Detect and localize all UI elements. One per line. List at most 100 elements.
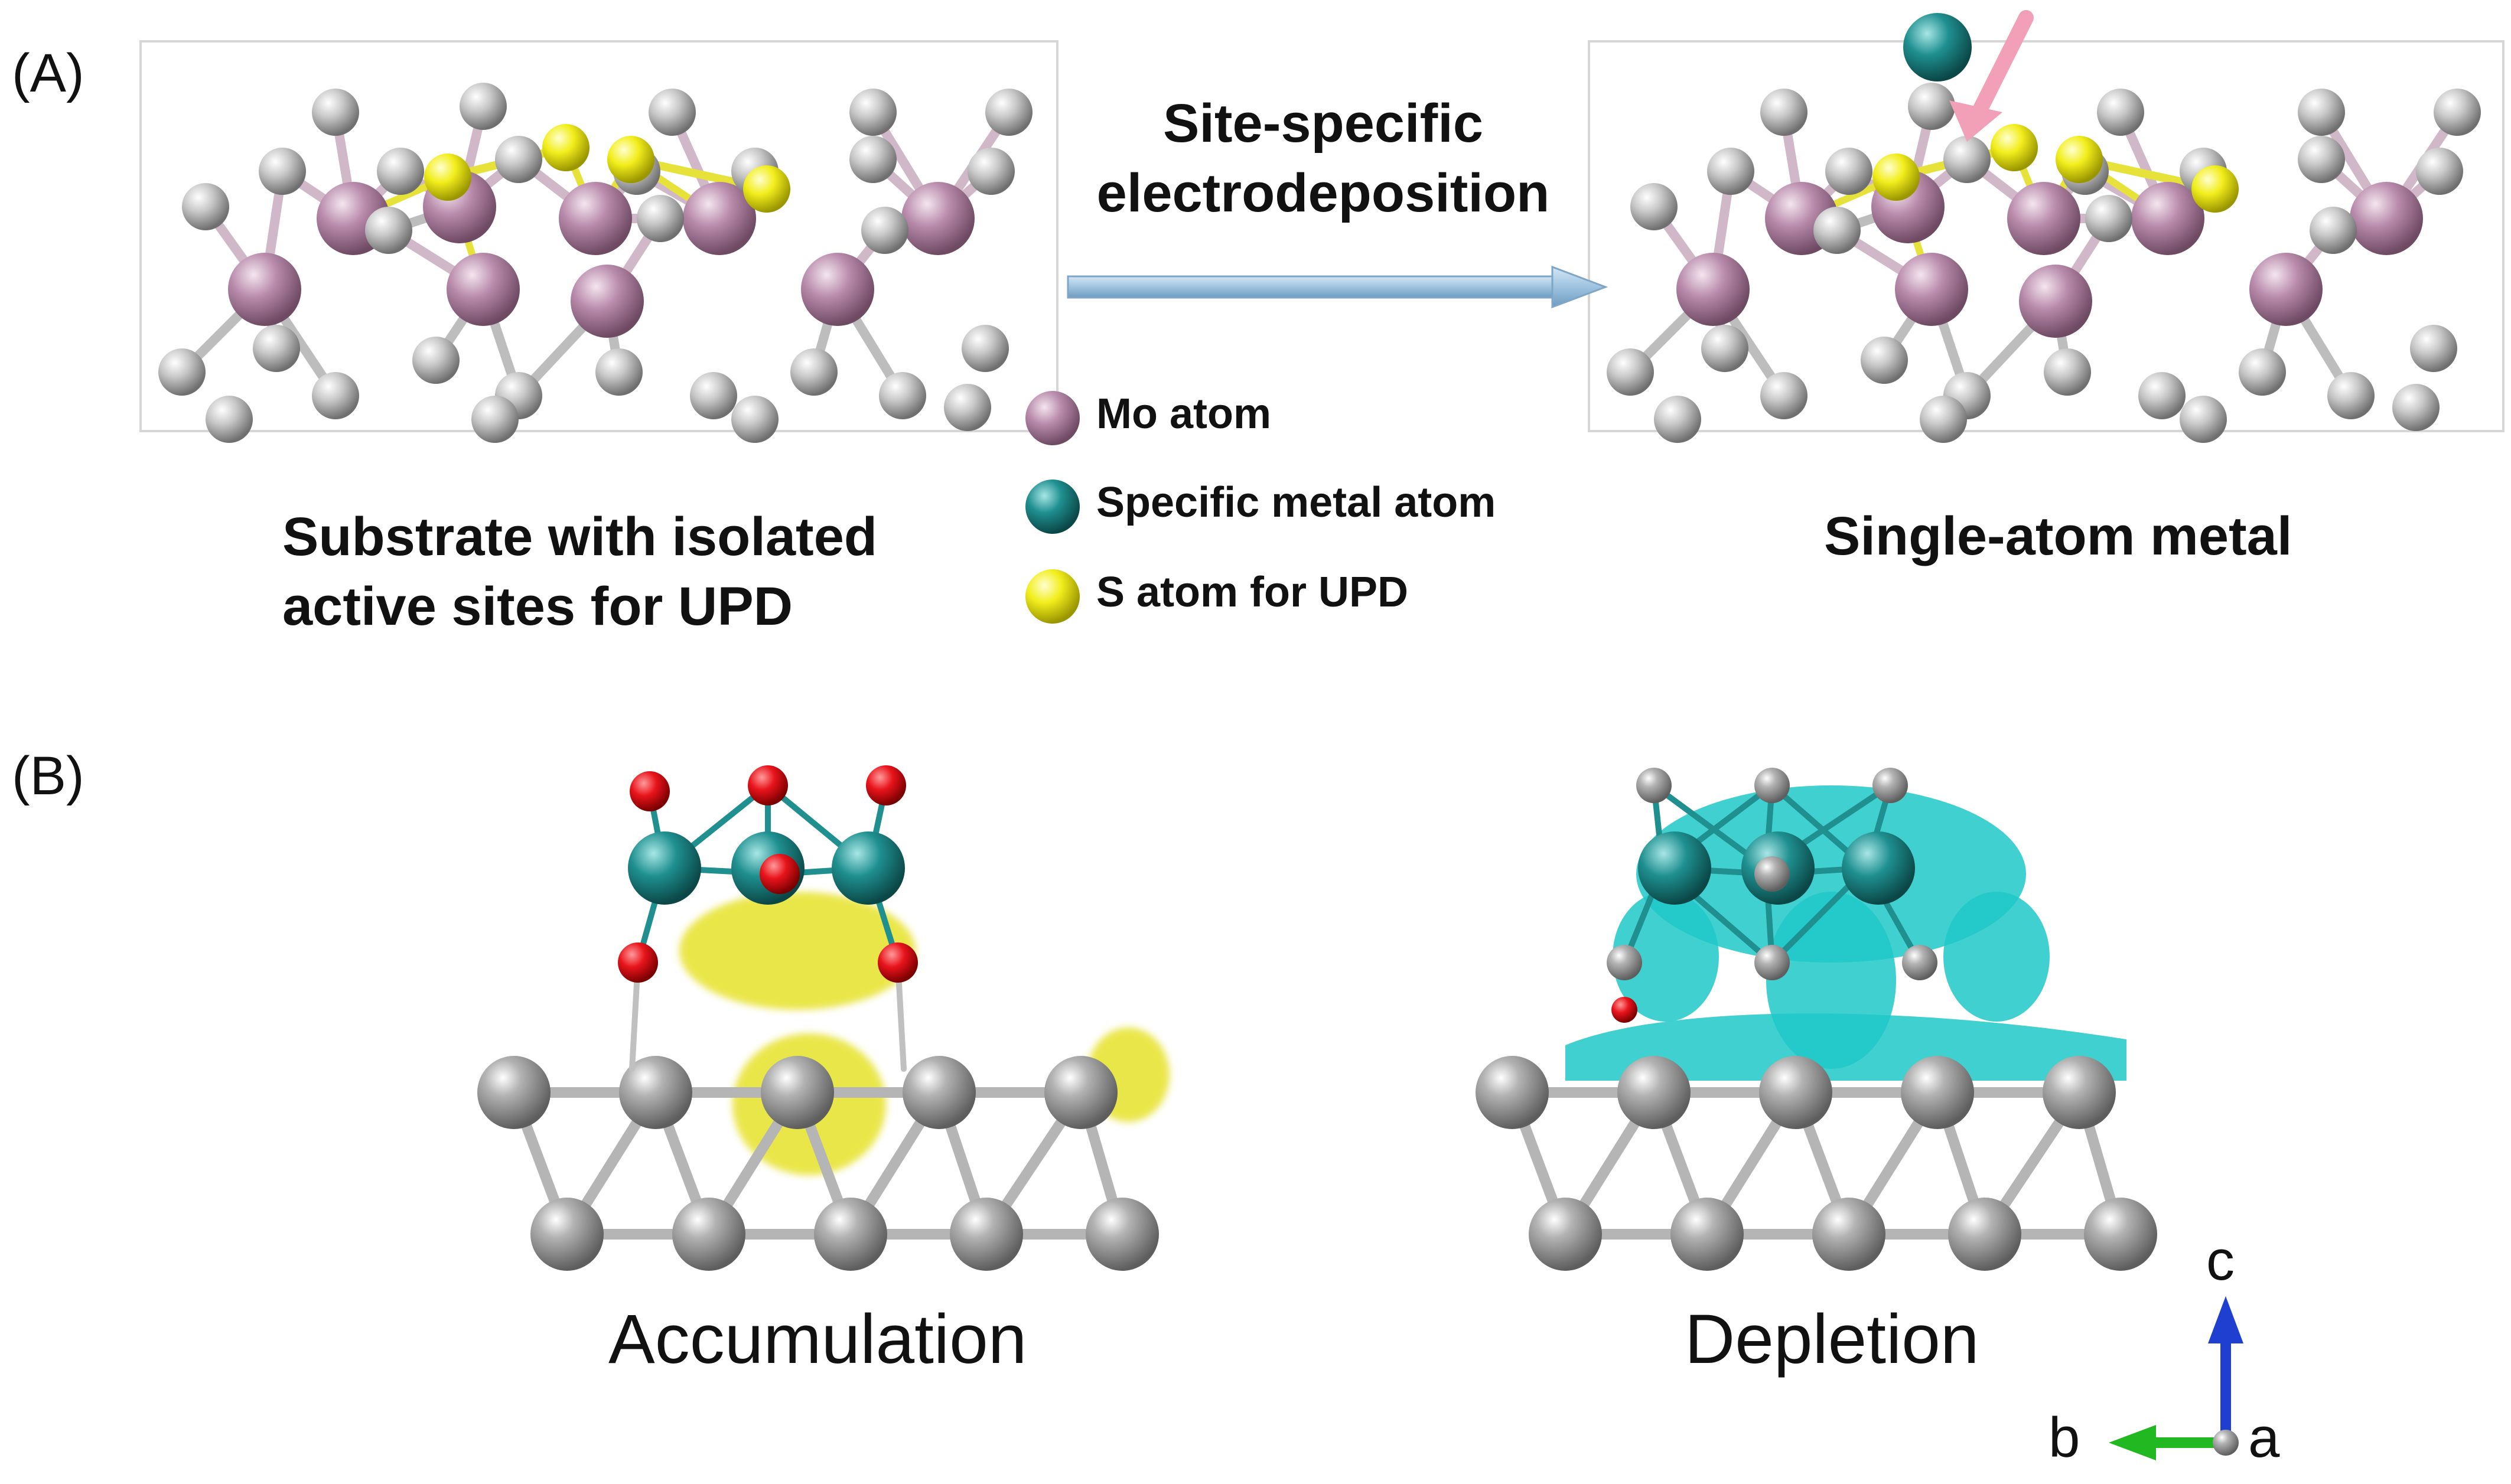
se-atom <box>253 325 300 372</box>
substrate-atom <box>477 1056 551 1129</box>
se-atom <box>2085 195 2132 242</box>
se-atom <box>377 148 424 195</box>
se-atom <box>1701 325 1748 372</box>
mo-atom <box>559 182 632 255</box>
substrate-atom <box>1812 1198 1885 1271</box>
legend-metal-label: Specific metal atom <box>1096 479 1496 526</box>
oxygen-atom <box>748 765 788 805</box>
se-atom <box>849 89 897 136</box>
se-atom <box>312 89 359 136</box>
substrate-atom <box>1670 1198 1744 1271</box>
se-atom <box>1813 207 1861 254</box>
left-caption-line1: Substrate with isolated <box>282 507 878 567</box>
se-atom <box>790 348 838 396</box>
substrate-atom <box>1948 1198 2021 1271</box>
s-atom <box>743 165 790 213</box>
metal-atom <box>1903 13 1972 81</box>
se-atom <box>2044 348 2091 396</box>
a-axis-label: a <box>2248 1406 2280 1469</box>
se-atom <box>861 207 908 254</box>
right-caption: Single-atom metal <box>1824 506 2292 566</box>
accumulation-caption: Accumulation <box>608 1300 1027 1378</box>
se-atom <box>460 83 507 130</box>
b-axis-label: b <box>2048 1406 2080 1469</box>
metal-atom <box>832 831 905 905</box>
se-atom <box>2310 207 2357 254</box>
b-axis-arrowhead <box>2109 1425 2156 1460</box>
oxygen-atom <box>878 942 918 983</box>
s-atom <box>2191 165 2239 213</box>
s-atom <box>542 124 590 171</box>
substrate-lattice-right <box>1607 10 2481 443</box>
arrow-label: Site-specific electrodeposition <box>1040 89 1607 228</box>
s-atom <box>607 136 654 183</box>
s-atom <box>2056 136 2103 183</box>
se-atom <box>962 325 1009 372</box>
se-atom <box>2138 372 2186 419</box>
se-atom <box>1760 89 1807 136</box>
ligand-atom <box>1872 768 1908 803</box>
depletion-cloud <box>1943 892 2050 1022</box>
se-atom <box>1908 83 1955 130</box>
left-caption-line2: active sites for UPD <box>282 576 793 637</box>
oxygen-atom <box>630 771 670 811</box>
se-atom <box>206 396 253 443</box>
substrate-atom <box>2084 1198 2157 1271</box>
depletion-cloud <box>1766 892 1896 1069</box>
mo-atom <box>1895 253 1968 326</box>
substrate-lattice-left <box>158 83 1033 443</box>
se-atom <box>2180 396 2227 443</box>
se-atom <box>968 148 1015 195</box>
mo-atom <box>2249 253 2323 326</box>
se-atom <box>2416 148 2463 195</box>
legend-mo-label: Mo atom <box>1096 390 1271 438</box>
arrow-label-line2: electrodeposition <box>1096 163 1550 223</box>
mo-atom <box>571 265 644 338</box>
se-atom <box>471 396 519 443</box>
oxygen-atom <box>866 765 906 805</box>
se-atom <box>1943 136 1991 183</box>
se-atom <box>1760 372 1807 419</box>
mo-atom <box>2019 265 2092 338</box>
pink-arrow-shaft <box>1971 10 2034 120</box>
mo-atom <box>683 182 756 255</box>
s-atom <box>424 154 471 201</box>
se-atom <box>1825 148 1872 195</box>
legend-s-label: S atom for UPD <box>1096 569 1409 616</box>
substrate-atom <box>1759 1056 1832 1129</box>
axis-triad <box>2109 1296 2243 1460</box>
se-atom <box>182 183 229 230</box>
mo-atom <box>2131 182 2204 255</box>
mo-atom <box>447 253 520 326</box>
mo-atom-icon <box>1025 391 1080 445</box>
ligand-atom <box>1754 768 1790 803</box>
metal-atom-icon <box>1025 480 1080 534</box>
se-atom <box>412 337 460 384</box>
se-atom <box>1920 396 1967 443</box>
s-atom-icon <box>1025 569 1080 624</box>
ligand-atom <box>1754 856 1790 892</box>
substrate-atom <box>530 1198 604 1271</box>
mo-atom <box>2350 182 2423 255</box>
se-atom <box>2327 372 2375 419</box>
accumulation-cloud <box>679 892 916 1010</box>
accumulation-structure <box>477 765 1170 1271</box>
substrate-atom <box>761 1056 834 1129</box>
se-atom <box>595 348 643 396</box>
c-axis-arrowhead <box>2208 1296 2243 1343</box>
oxygen-atom <box>618 942 658 983</box>
se-atom <box>2410 325 2457 372</box>
se-atom <box>2097 89 2144 136</box>
substrate-atom <box>814 1198 887 1271</box>
se-atom <box>312 372 359 419</box>
mo-atom <box>2007 182 2080 255</box>
substrate-atom <box>1476 1056 1549 1129</box>
c-axis-label: c <box>2206 1229 2235 1292</box>
mo-atom <box>801 253 874 326</box>
se-atom <box>2298 89 2345 136</box>
metal-atom <box>1842 831 1915 905</box>
se-atom <box>1630 183 1678 230</box>
ligand-atom <box>1607 945 1642 980</box>
substrate-atom <box>903 1056 976 1129</box>
